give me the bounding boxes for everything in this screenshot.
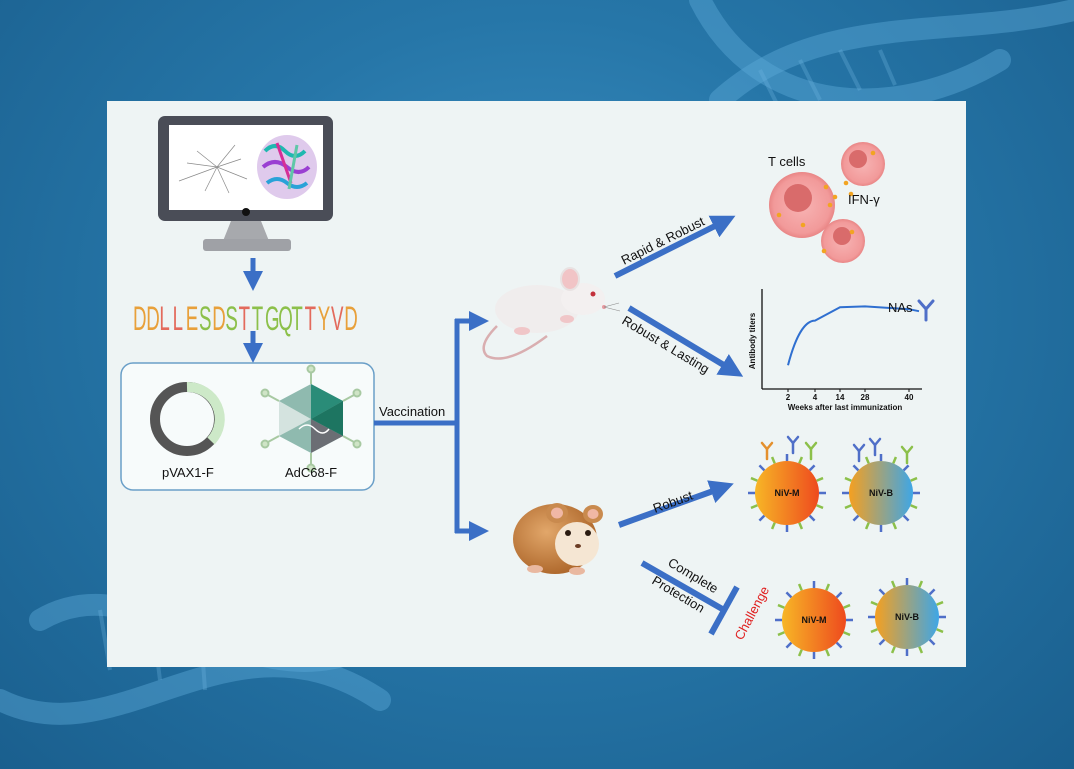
- bound-antibodies: [760, 435, 914, 465]
- arrow-robust: [617, 480, 734, 528]
- niv-b-virus: [842, 454, 920, 532]
- virus-particles: [748, 454, 946, 659]
- chart-xlabel: Weeks after last immunization: [788, 403, 903, 412]
- niv-b-label-bottom: NiV-B: [895, 612, 920, 622]
- x-tick-label: 2: [786, 393, 791, 402]
- vaccine-candidates-box: pVAX1-F AdC68-F: [120, 362, 375, 491]
- hamster-icon: [513, 503, 603, 575]
- niv-m-virus: [748, 454, 826, 532]
- antibody-titer-chart: 2 4 14 28 40 Antibody titers Weeks after las…: [748, 289, 935, 412]
- sequence-letter: Q: [278, 299, 293, 337]
- plasmid-label: pVAX1-F: [162, 465, 214, 480]
- niv-m-label-bottom: NiV-M: [801, 615, 826, 625]
- niv-m-label-top: NiV-M: [774, 488, 799, 498]
- t-cells-illustration: [769, 142, 885, 263]
- ifn-gamma-label: IFN-γ: [848, 192, 880, 207]
- network-graph-icon: [178, 144, 248, 194]
- protein-structure-icon: [257, 135, 317, 199]
- vaccination-branch-arrows: [374, 311, 489, 541]
- x-tick-label: 28: [861, 393, 870, 402]
- arrow-rapid-robust: [613, 215, 736, 279]
- sequence-letter: T: [239, 299, 251, 337]
- sequence-letter: D: [133, 299, 147, 337]
- rapid-robust-label: Rapid & Robust: [619, 213, 708, 267]
- sequence-letter: E: [186, 299, 198, 337]
- nas-label: NAs: [888, 300, 913, 315]
- sequence-letter: L: [159, 299, 169, 337]
- sequence-letter: D: [344, 299, 358, 337]
- sequence-letter: T: [252, 299, 264, 337]
- robust-label: Robust: [651, 488, 695, 516]
- antibody-icon: [917, 299, 935, 322]
- t-cells-label: T cells: [768, 154, 806, 169]
- sequence-letter: S: [199, 299, 211, 337]
- x-tick-label: 14: [836, 393, 845, 402]
- titer-curve: [787, 305, 920, 366]
- adenovirus-label: AdC68-F: [285, 465, 337, 480]
- sequence-letter: D: [212, 299, 226, 337]
- sequence-letter: D: [146, 299, 160, 337]
- robust-lasting-label: Robust & Lasting: [619, 313, 712, 377]
- x-tick-label: 4: [813, 393, 818, 402]
- mouse-icon: [482, 267, 621, 360]
- sequence-letter: L: [173, 299, 183, 337]
- adenovirus-icon: [260, 364, 362, 473]
- vaccination-label: Vaccination: [379, 404, 445, 419]
- niv-m-virus: [775, 581, 853, 659]
- niv-b-label-top: NiV-B: [869, 488, 894, 498]
- niv-b-virus: [868, 578, 946, 656]
- chart-ylabel: Antibody titers: [748, 312, 757, 369]
- plasmid-icon: [150, 381, 225, 456]
- sequence-letter: G: [265, 299, 280, 337]
- sequence-letter: S: [225, 299, 237, 337]
- protection-block-arrow: [640, 560, 740, 636]
- sequence-letter: Y: [318, 299, 330, 337]
- sequence-letter: T: [291, 299, 303, 337]
- challenge-label: Challenge: [731, 584, 772, 643]
- x-tick-label: 40: [905, 393, 914, 402]
- sequence-letter: T: [305, 299, 317, 337]
- sequence-letter: V: [331, 299, 344, 337]
- computer-monitor: [158, 116, 333, 251]
- arrow-robust-lasting: [627, 305, 744, 377]
